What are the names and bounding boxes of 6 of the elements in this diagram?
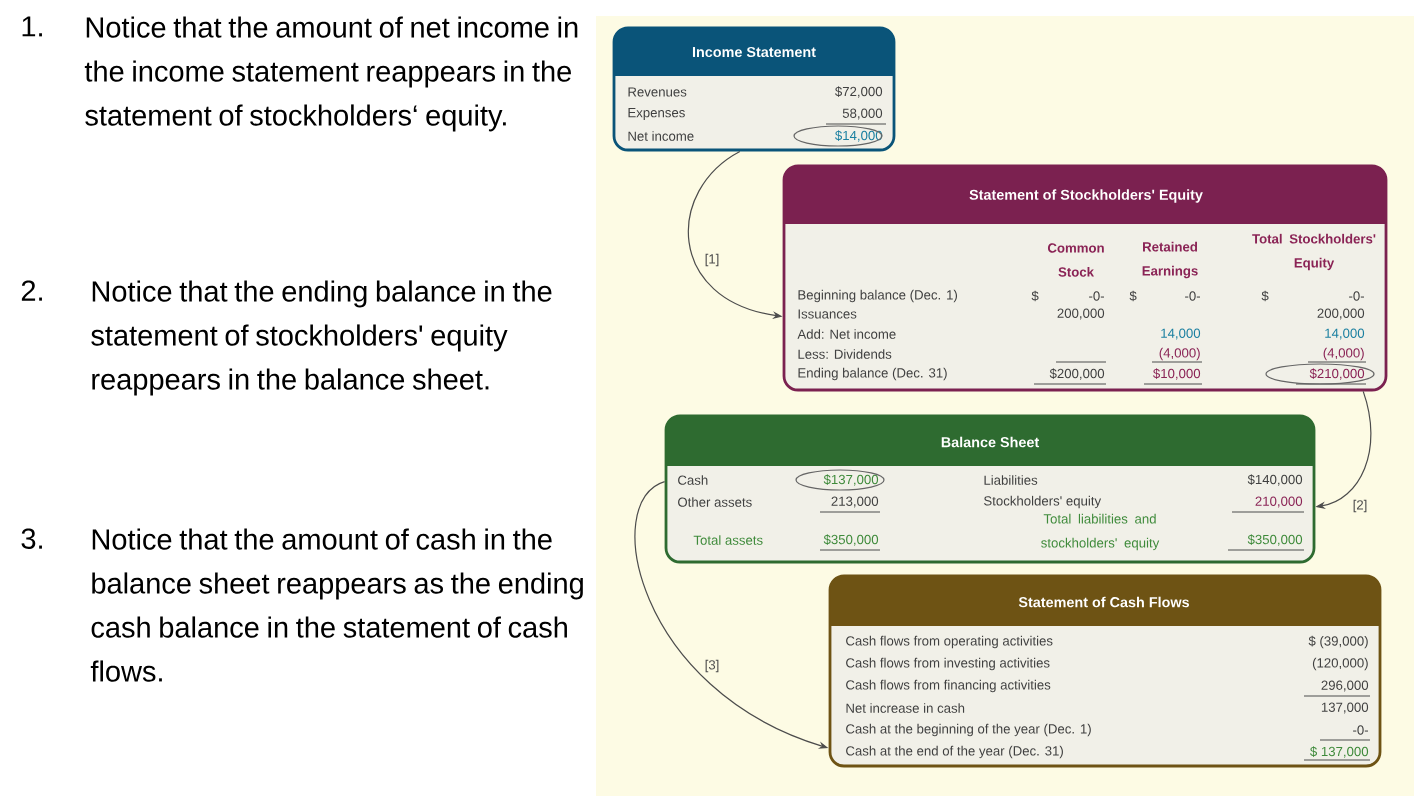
list-number: 1.	[22, 16, 42, 37]
list-number: 2.	[21, 280, 42, 301]
list-number: 3.	[21, 528, 42, 549]
note-text: Notice that the amount of cash in the balance sheet reappears as the ending cash balance in the statement of cash flows.	[90, 528, 583, 682]
note-text: Notice that the amount of net income in the income statement reappears in the statement of stockholders‘ equity.	[84, 16, 578, 132]
note-text: Notice that the ending balance in the statement of stockholders' equity reappears in the balance sheet.	[91, 280, 552, 396]
